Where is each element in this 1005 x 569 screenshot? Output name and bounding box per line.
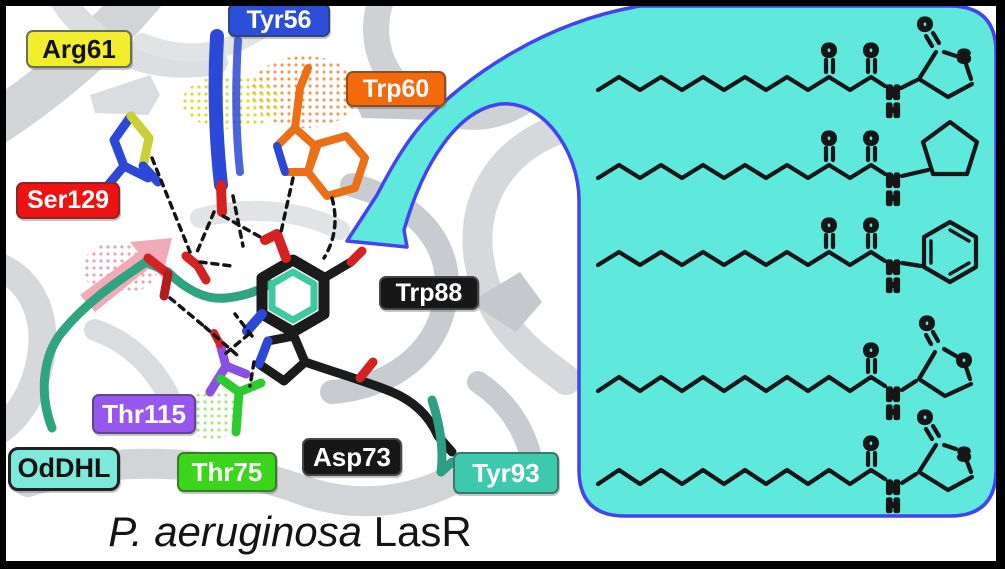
atom-label-O: O <box>957 351 970 370</box>
residue-sticks-trp60 <box>273 64 369 200</box>
atom-label-O: O <box>864 129 877 148</box>
residue-label-tyr56: Tyr56 <box>228 3 330 37</box>
atom-label-H: H <box>887 496 899 515</box>
residue-label-tyr93: Tyr93 <box>453 452 559 494</box>
atom-label-H: H <box>887 403 899 422</box>
residue-label-trp88: Trp88 <box>379 276 479 310</box>
atom-label-O: O <box>822 216 835 235</box>
residue-label-arg61: Arg61 <box>26 30 132 68</box>
atom-label-O: O <box>918 15 931 34</box>
caption-protein-name: LasR <box>362 508 472 555</box>
atom-label-H: H <box>887 189 899 208</box>
atom-label-S: S <box>958 445 969 464</box>
atom-label-N: N <box>887 478 899 497</box>
atom-label-O: O <box>864 41 877 60</box>
atom-label-N: N <box>887 171 899 190</box>
residue-sticks-tyr56 <box>208 29 244 217</box>
atom-label-O: O <box>864 434 877 453</box>
compound-3: O O N H <box>595 214 979 297</box>
caption-species-italic: P. aeruginosa <box>108 508 363 555</box>
atom-label-N: N <box>887 385 899 404</box>
atom-label-O: O <box>864 341 877 360</box>
atom-label-N: N <box>887 83 899 102</box>
atom-label-O: O <box>822 129 835 148</box>
residue-label-thr75: Thr75 <box>177 452 277 492</box>
figure-caption: P. aeruginosa LasR <box>30 508 550 562</box>
atom-label-O: O <box>822 41 835 60</box>
residue-label-ser129: Ser129 <box>16 182 120 219</box>
residue-sticks-tyr93 <box>427 395 457 477</box>
surface-dots <box>82 56 360 439</box>
atom-label-O: O <box>918 408 931 427</box>
compound-5: O N H O S <box>595 406 975 517</box>
residue-label-asp73: Asp73 <box>302 438 402 476</box>
residue-label-thr115: Thr115 <box>92 394 196 434</box>
atom-label-S: S <box>958 47 969 66</box>
callout-bubble <box>345 4 998 518</box>
compound-structures: O O N H O S O O N H <box>595 13 980 517</box>
compound-2: O O N H <box>595 119 980 210</box>
atom-label-O: O <box>920 314 933 333</box>
atom-label-H: H <box>887 276 899 295</box>
compound-1: O O N H O S <box>595 13 975 122</box>
atom-label-O: O <box>864 216 877 235</box>
residue-label-trp60: Trp60 <box>346 71 446 107</box>
atom-label-H: H <box>887 101 899 120</box>
atom-label-N: N <box>887 258 899 277</box>
ligand-label-oddhl: OdDHL <box>8 447 120 491</box>
compound-4: O N H O O <box>595 312 974 424</box>
hydrogen-bonds <box>150 156 337 388</box>
ligand-oddhl-chain <box>39 251 275 433</box>
